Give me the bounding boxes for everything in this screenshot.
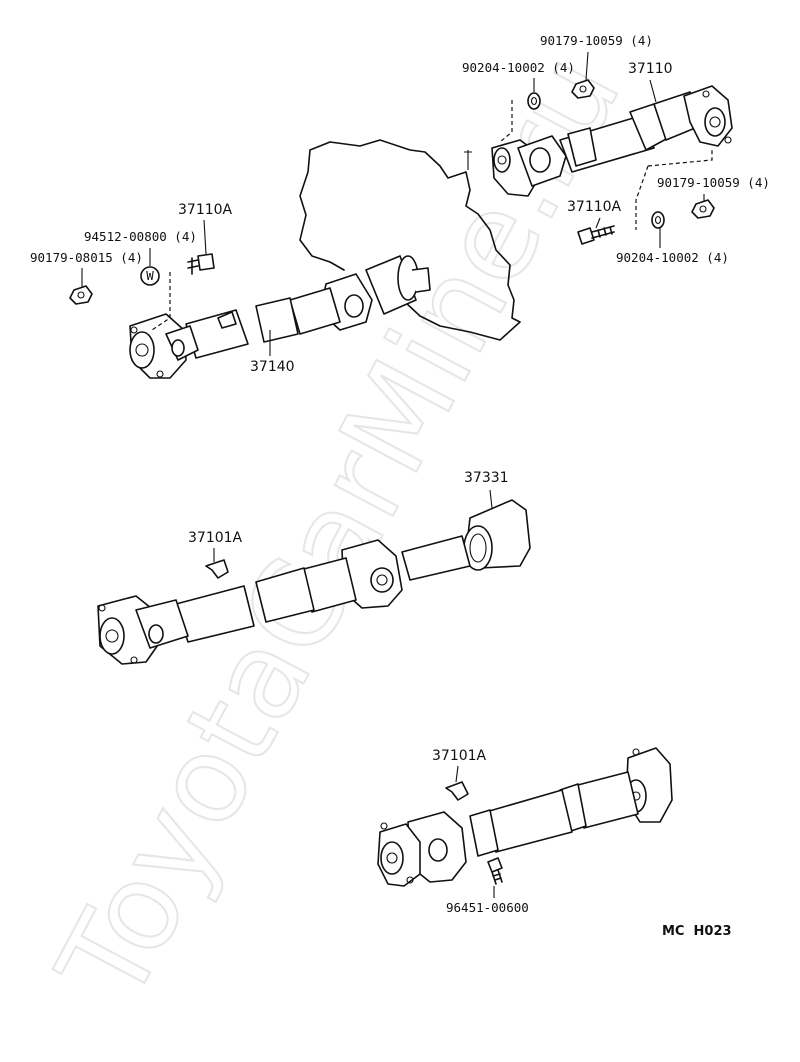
washer-90204-10002-top [527,92,541,110]
nut-90179-08015 [69,285,93,305]
nut-90179-10059-right [691,199,715,219]
nut-90179-10059-top [571,79,595,99]
label-37101A-middle: 37101A [188,530,243,546]
washer-94512-00800: W [140,266,160,286]
label-90204-10002-right: 90204-10002 (4) [616,250,729,265]
label-90179-08015: 90179-08015 (4) [30,250,143,265]
label-37110A-right: 37110A [567,199,622,215]
label-94512-00800: 94512-00800 (4) [84,229,197,244]
clip-37101A-middle [205,559,229,579]
clip-37101A-bottom [445,781,469,801]
washer-mark: W [146,268,154,283]
propeller-shaft-bottom [377,747,673,887]
watermark: ToyotaCarMine.ru [32,33,647,1025]
grease-fitting-96451-00600 [487,857,503,885]
label-37101A-bottom: 37101A [432,748,487,764]
propeller-shaft-37110 [491,85,733,197]
bolt-37110A-left [187,253,215,275]
washer-90204-10002-right [651,211,665,229]
label-96451-00600: 96451-00600 [446,900,529,915]
label-37110A-left: 37110A [178,202,233,218]
diagram-code: MC H023 [662,924,732,939]
propeller-shaft-37140 [129,255,431,379]
label-37140: 37140 [250,359,295,375]
bolt-37110A-right [577,225,615,245]
transmission-outline [299,139,521,341]
label-90179-10059-right: 90179-10059 (4) [657,175,770,190]
propeller-shaft-middle [97,499,531,665]
label-37110: 37110 [628,61,673,77]
label-90179-10059-top: 90179-10059 (4) [540,33,653,48]
label-37331: 37331 [464,470,509,486]
label-90204-10002-top: 90204-10002 (4) [462,60,575,75]
